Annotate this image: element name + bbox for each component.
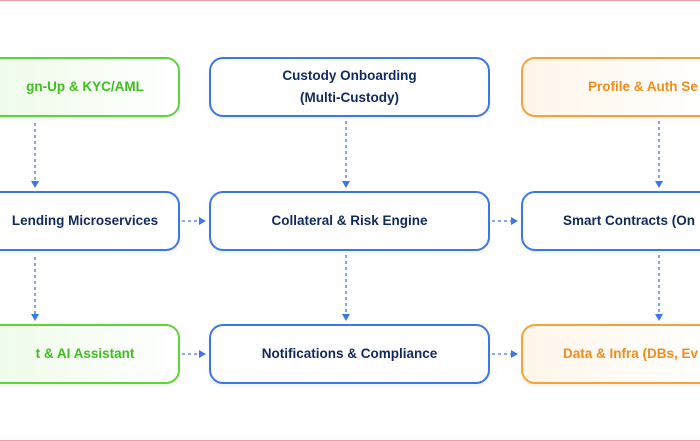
lending-microservices-node: Lending Microservices: [0, 191, 180, 251]
signup-kyc-aml-label: gn-Up & KYC/AML: [26, 79, 144, 94]
custody-onboarding-node: Custody Onboarding (Multi-Custody): [209, 57, 490, 117]
profile-auth-node: Profile & Auth Se: [521, 57, 700, 117]
signup-kyc-aml-node: gn-Up & KYC/AML: [0, 57, 180, 117]
smart-contracts-label: Smart Contracts (On: [563, 213, 696, 228]
ai-assistant-node: t & AI Assistant: [0, 324, 180, 384]
lending-microservices-label: Lending Microservices: [11, 213, 159, 228]
ai-assistant-label: t & AI Assistant: [35, 346, 135, 361]
custody-onboarding-sublabel: (Multi-Custody): [300, 90, 399, 105]
collateral-risk-engine-label: Collateral & Risk Engine: [271, 213, 428, 228]
data-infra-node: Data & Infra (DBs, Ev: [521, 324, 700, 384]
profile-auth-label: Profile & Auth Se: [588, 79, 698, 94]
notifications-compliance-label: Notifications & Compliance: [261, 346, 438, 361]
notifications-compliance-node: Notifications & Compliance: [209, 324, 490, 384]
smart-contracts-node: Smart Contracts (On: [521, 191, 700, 251]
data-infra-label: Data & Infra (DBs, Ev: [563, 346, 699, 361]
collateral-risk-engine-node: Collateral & Risk Engine: [209, 191, 490, 251]
custody-onboarding-label: Custody Onboarding: [282, 68, 417, 83]
